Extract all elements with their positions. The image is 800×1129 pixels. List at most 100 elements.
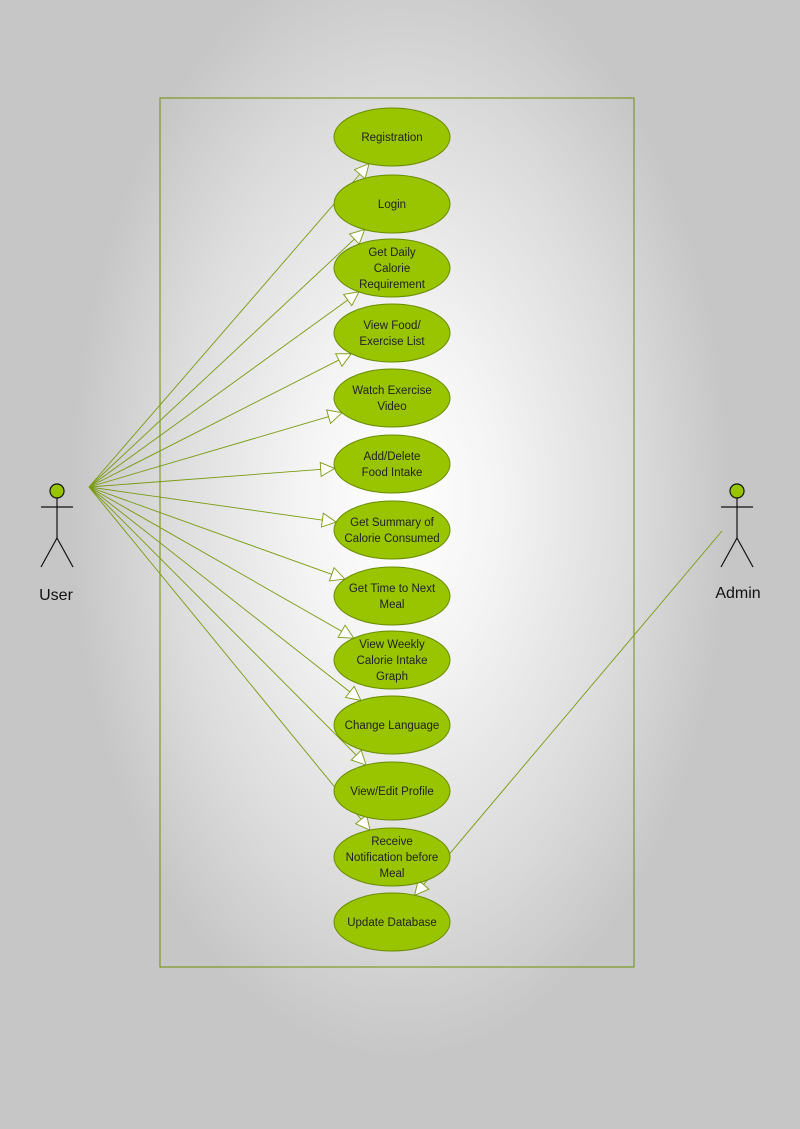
association-registration <box>88 163 370 488</box>
arrowhead-login <box>348 228 366 246</box>
use-case-ellipse <box>333 500 451 560</box>
use-case-view-food-exercise-list[interactable]: View Food/Exercise List <box>333 303 451 363</box>
use-case-label-line: Meal <box>380 868 405 880</box>
use-case-label: View/Edit Profile <box>350 786 434 798</box>
use-case-ellipse <box>333 892 451 952</box>
use-case-ellipse <box>333 566 451 626</box>
use-case-ellipse <box>333 368 451 428</box>
use-case-ellipse <box>333 434 451 494</box>
actor-user: User <box>39 483 74 604</box>
use-case-ellipse <box>333 695 451 755</box>
association-receive-notification-before-meal <box>88 486 371 831</box>
arrowhead-get-daily-calorie-requirement <box>342 291 360 307</box>
arrowhead-change-language <box>344 685 362 702</box>
use-case-label-line: View/Edit Profile <box>350 786 434 798</box>
use-case-label-line: Food Intake <box>362 467 423 479</box>
use-case-label-line: Get Time to Next <box>349 583 436 595</box>
association-update-database <box>414 530 723 896</box>
use-case-label-line: View Weekly <box>359 639 425 651</box>
arrowhead-update-database <box>413 879 430 897</box>
admin-head <box>729 483 745 499</box>
use-case-label-line: Registration <box>361 132 422 144</box>
arrowhead-view-weekly-calorie-intake-graph <box>337 624 355 639</box>
arrowhead-add-delete-food-intake <box>319 461 336 478</box>
association-add-delete-food-intake <box>88 467 335 488</box>
use-case-label-line: Get Daily <box>368 247 416 259</box>
use-case-label-line: Login <box>378 199 406 211</box>
use-case-label-line: Calorie <box>374 263 410 275</box>
use-case-get-summary-of-calorie-consumed[interactable]: Get Summary of Calorie Consumed <box>333 500 451 560</box>
association-get-summary-of-calorie-consumed <box>88 486 337 523</box>
use-case-label: Change Language <box>345 720 440 732</box>
use-case-label-line: Calorie Consumed <box>344 533 439 545</box>
use-case-ellipse <box>333 761 451 821</box>
association-watch-exercise-video <box>88 412 343 488</box>
arrowhead-receive-notification-before-meal <box>354 814 371 831</box>
system-boundary <box>159 97 635 968</box>
use-case-registration[interactable]: Registration <box>333 107 451 167</box>
use-case-label-line: Meal <box>380 599 405 611</box>
use-case-label-line: Notification before <box>346 852 439 864</box>
use-case-label-line: Exercise List <box>359 336 425 348</box>
use-case-label-line: View Food/ <box>363 320 421 332</box>
use-case-ellipse <box>333 238 451 298</box>
use-case-label-line: Get Summary of <box>350 517 435 529</box>
use-case-label: Login <box>378 199 406 211</box>
arrowhead-get-time-to-next-meal <box>328 566 346 582</box>
use-case-ellipse <box>333 827 451 887</box>
use-case-change-language[interactable]: Change Language <box>333 695 451 755</box>
association-login <box>88 229 365 488</box>
user-label: User <box>39 587 73 604</box>
use-case-label: View Food/Exercise List <box>359 320 425 348</box>
user-head <box>49 483 65 499</box>
association-change-language <box>88 486 362 701</box>
association-get-time-to-next-meal <box>88 486 346 580</box>
association-get-daily-calorie-requirement <box>88 291 360 488</box>
user-stick-figure <box>40 483 74 568</box>
arrowhead-watch-exercise-video <box>325 409 343 425</box>
use-case-label-line: Graph <box>376 671 408 683</box>
use-case-ellipse <box>333 107 451 167</box>
arrowhead-get-summary-of-calorie-consumed <box>320 512 338 528</box>
use-case-ellipse <box>333 630 451 690</box>
use-case-update-database[interactable]: Update Database <box>333 892 451 952</box>
association-view-edit-profile <box>88 486 367 766</box>
arrowhead-view-edit-profile <box>350 749 367 766</box>
use-case-label-line: Receive <box>371 836 413 848</box>
use-case-label-line: Video <box>377 401 406 413</box>
admin-stick-figure <box>720 483 754 568</box>
association-view-food-exercise-list <box>88 353 352 488</box>
admin-label: Admin <box>715 585 760 602</box>
use-case-label: Update Database <box>347 917 437 929</box>
association-view-weekly-calorie-intake-graph <box>88 486 355 639</box>
use-case-label-line: Watch Exercise <box>352 385 431 397</box>
use-case-ellipse <box>333 174 451 234</box>
use-case-label-line: Change Language <box>345 720 440 732</box>
arrowhead-view-food-exercise-list <box>334 353 353 368</box>
associations <box>88 162 723 897</box>
arrowhead-registration <box>353 162 370 180</box>
use-case-login[interactable]: Login <box>333 174 451 234</box>
use-case-view-edit-profile[interactable]: View/Edit Profile <box>333 761 451 821</box>
use-case-label-line: Requirement <box>359 279 426 291</box>
use-case-label-line: Calorie Intake <box>357 655 428 667</box>
use-case-label-line: Update Database <box>347 917 437 929</box>
use-case-label-line: Add/Delete <box>364 451 421 463</box>
actor-admin: Admin <box>715 483 761 602</box>
use-case-ellipse <box>333 303 451 363</box>
